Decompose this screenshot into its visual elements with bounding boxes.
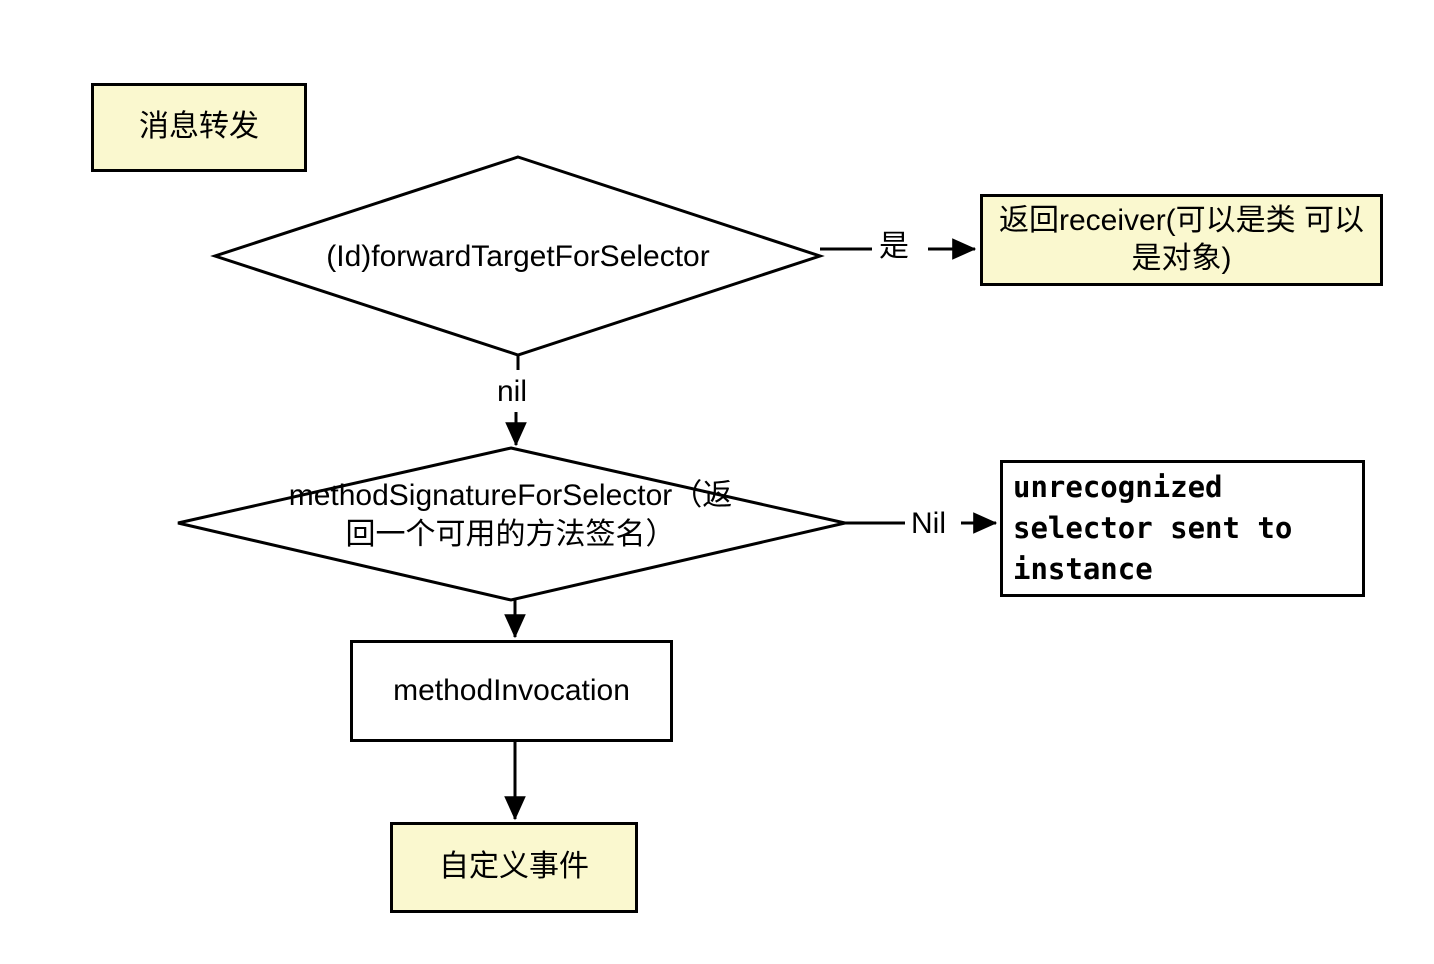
node-return-receiver[interactable]: 返回receiver(可以是类 可以是对象) [980,194,1383,286]
node-method-invocation[interactable]: methodInvocation [350,640,673,742]
node-start-message-forwarding[interactable]: 消息转发 [91,83,307,172]
node-custom-event-label: 自定义事件 [439,850,589,884]
diamond-method-signature-shape [177,446,846,602]
diamond-forward-target-shape [210,155,825,357]
edge-label-nil-lower: nil [497,375,528,408]
node-custom-event[interactable]: 自定义事件 [390,822,638,913]
edge-label-nil-upper: Nil [911,507,946,540]
node-start-label: 消息转发 [139,110,259,144]
node-method-signature-for-selector-label: methodSignatureForSelector（返 回一个可用的方法签名） [288,479,733,551]
node-forward-target-for-selector-label: (Id)forwardTargetForSelector [326,240,710,273]
node-return-receiver-label: 返回receiver(可以是类 可以是对象) [998,203,1365,275]
node-unrecognized-selector[interactable]: unrecognized selector sent to instance [1000,460,1365,597]
node-method-invocation-label: methodInvocation [393,673,630,707]
edge-label-yes: 是 [879,230,909,263]
node-unrecognized-selector-label: unrecognized selector sent to instance [1013,469,1293,587]
